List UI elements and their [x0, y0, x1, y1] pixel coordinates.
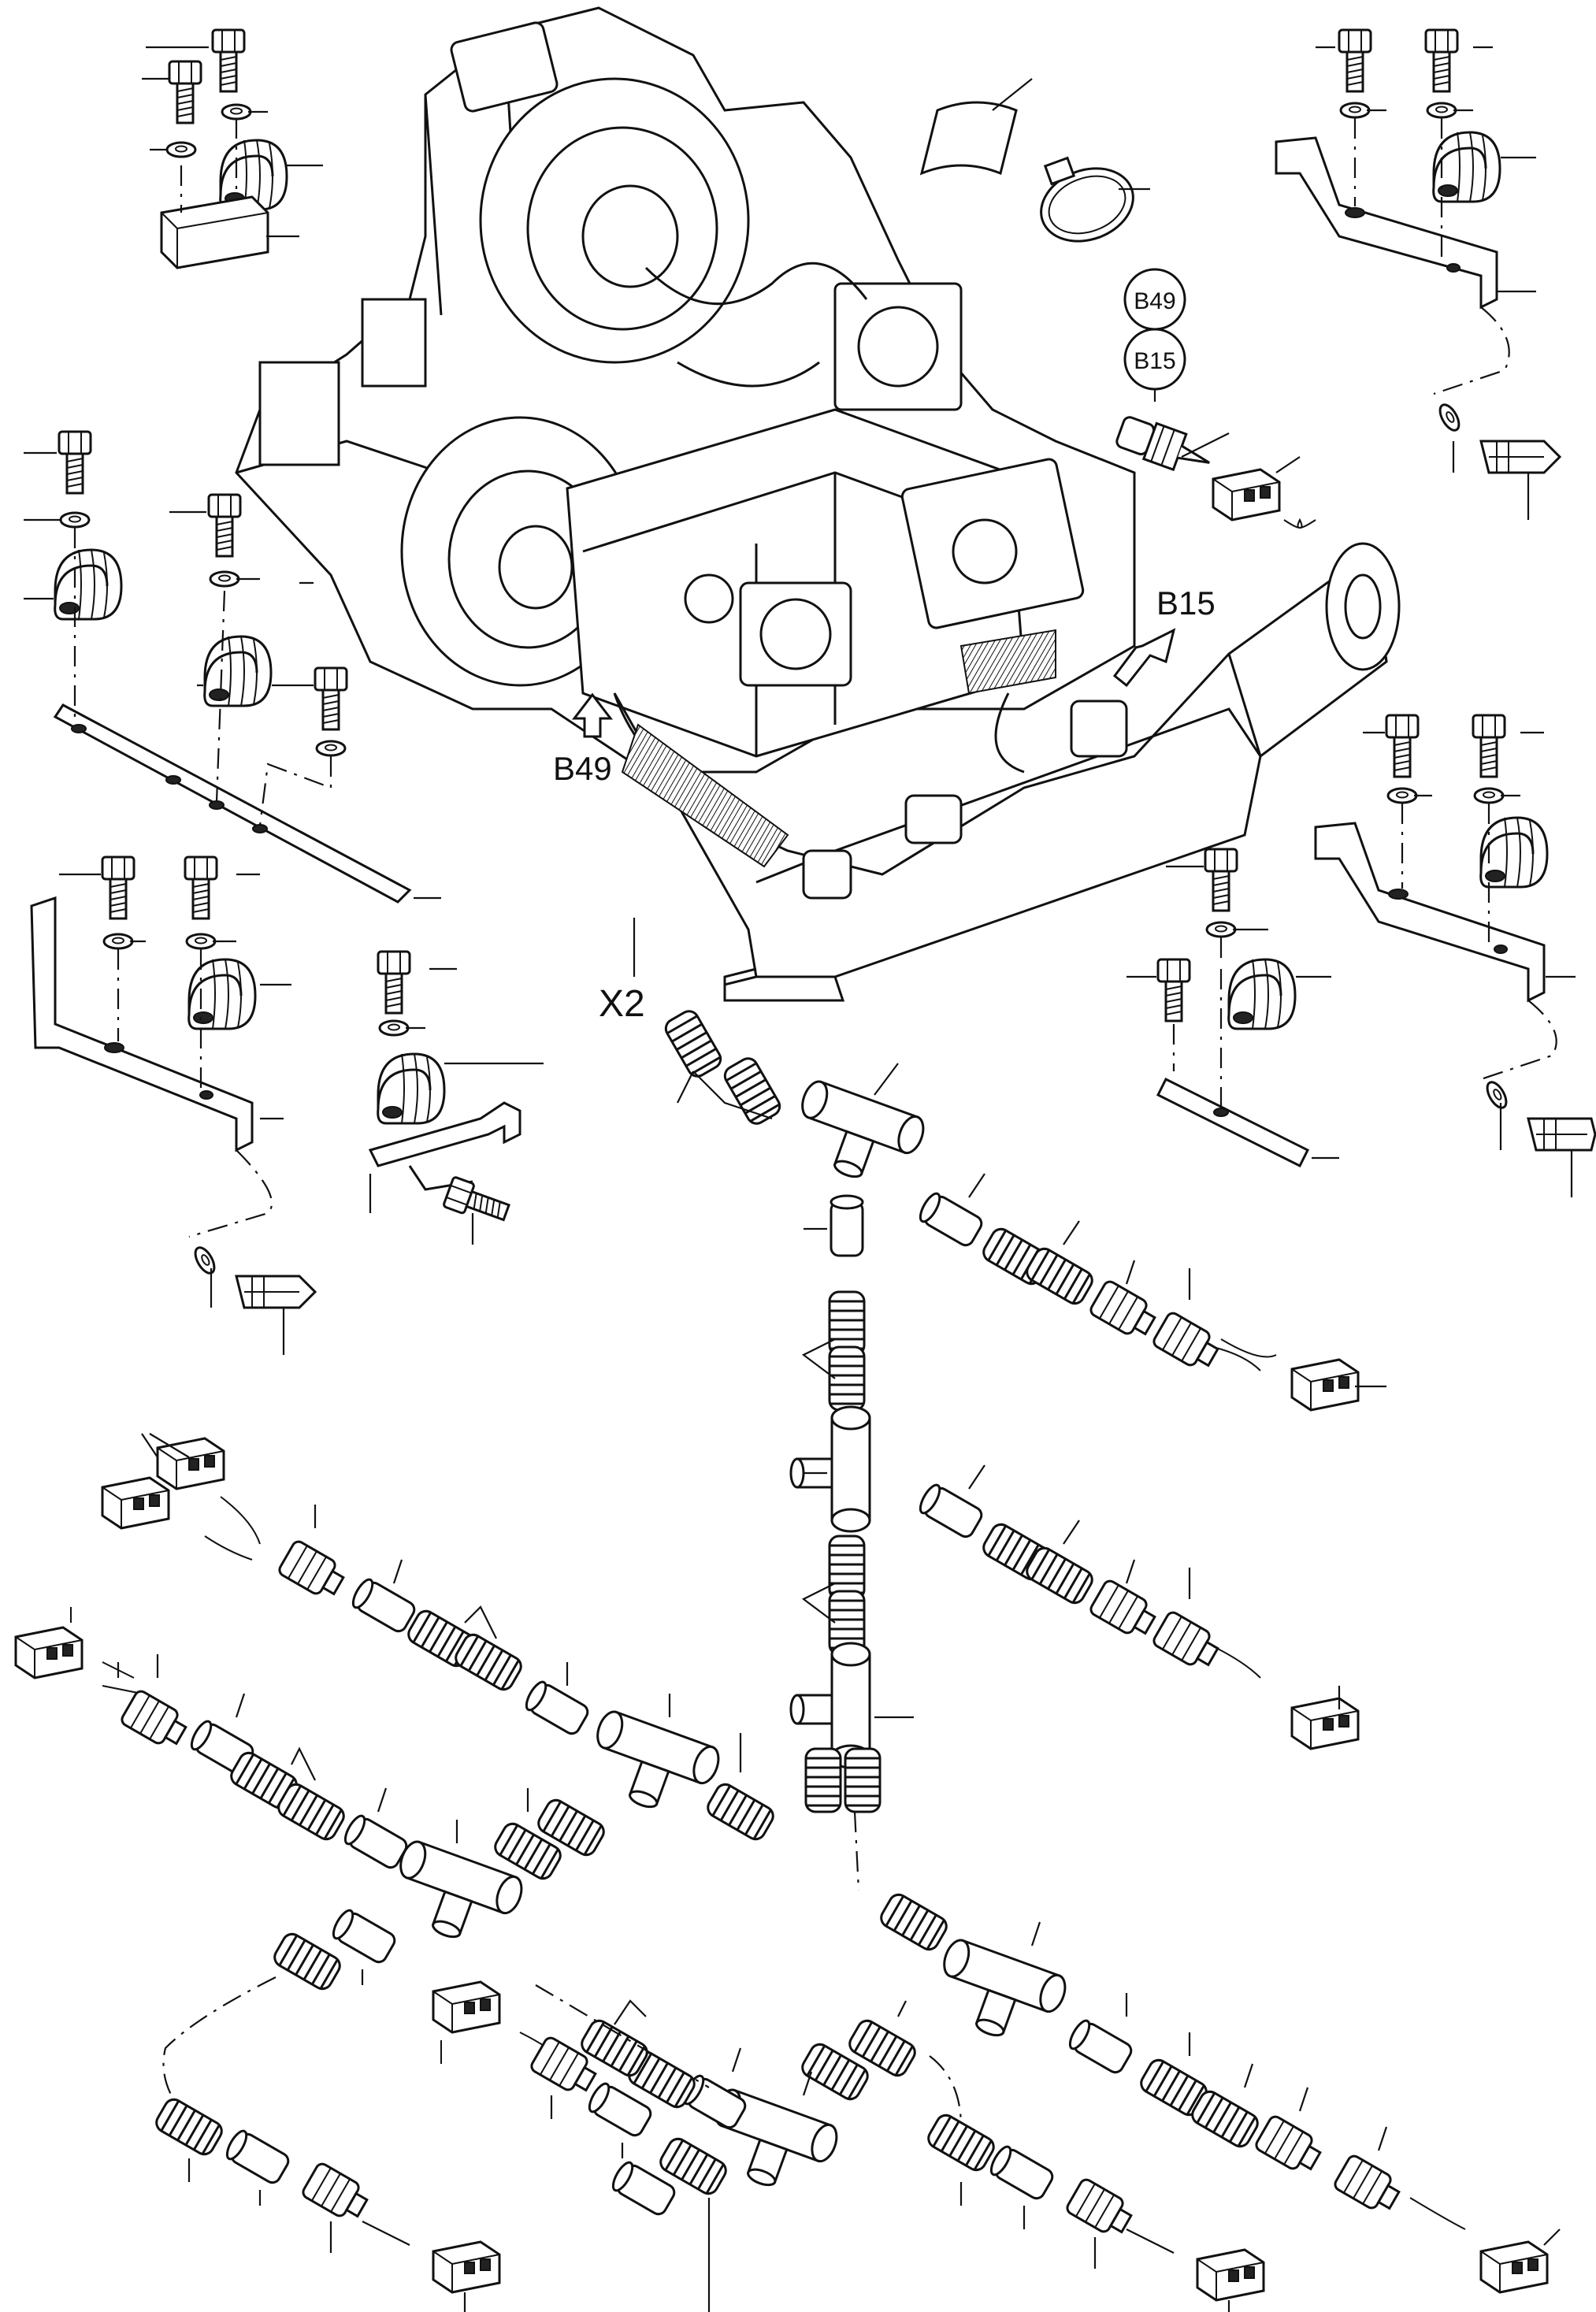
exhaust-muffler: [613, 542, 1401, 1002]
x2-callout: X2: [599, 918, 645, 1025]
b49-pointer: B49: [553, 692, 614, 787]
harness-branch-lower: [432, 1811, 1561, 2312]
sensor-b15-b49-callout: B49 B15: [1115, 268, 1316, 529]
bracket-group-top-right: [1275, 28, 1562, 520]
bracket-group-right-middle: [1314, 714, 1596, 1197]
b15-bubble-label: B15: [1134, 348, 1175, 374]
bracket-group-left-lower: [30, 855, 317, 1355]
clamp-group-right-center: [1126, 848, 1339, 1168]
clamp-group-center: [368, 950, 544, 1245]
harness-branch-left: [14, 1433, 778, 2312]
b15-arrow-label: B15: [1156, 584, 1216, 622]
harness-trunk: [661, 1006, 1386, 1813]
x2-label: X2: [599, 983, 645, 1025]
clamp-group-top-left: [142, 28, 323, 269]
b49-arrow-label: B49: [553, 750, 612, 787]
b49-bubble-label: B49: [1134, 288, 1175, 314]
cable-tie-and-sleeve: [919, 78, 1150, 243]
strap-group-left: [24, 430, 441, 904]
b15-pointer: B15: [1112, 584, 1216, 688]
transmission-housing: [235, 6, 1136, 774]
